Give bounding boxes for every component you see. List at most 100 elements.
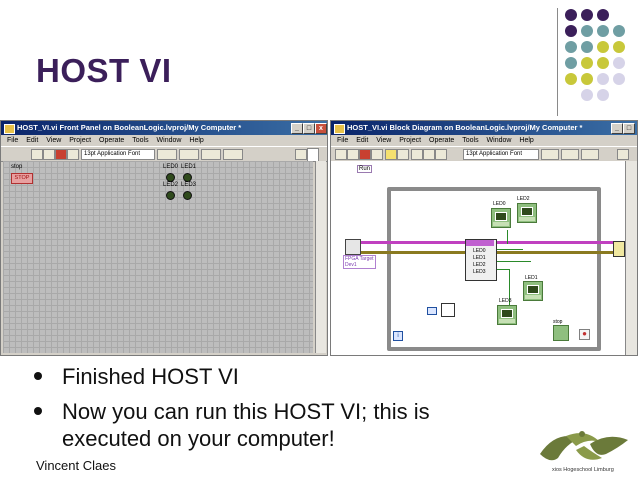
vertical-scrollbar[interactable]: [315, 161, 326, 353]
stop-button[interactable]: STOP: [11, 173, 33, 184]
slide-title: HOST VI: [36, 52, 172, 89]
reorder-icon[interactable]: [223, 149, 243, 160]
font-select[interactable]: 13pt Application Font: [463, 149, 539, 160]
fpga-reference-node[interactable]: [345, 239, 361, 255]
led-wire-3: [497, 269, 509, 270]
logo-caption: xios Hogeschool Limburg: [552, 467, 614, 473]
block-diagram-window[interactable]: HOST_VI.vi Block Diagram on BooleanLogic…: [330, 120, 638, 356]
bullet-run-host-vi-line1: Now you can run this HOST VI; this is: [62, 399, 430, 424]
menu-edit[interactable]: Edit: [26, 137, 39, 144]
step-into-icon[interactable]: [411, 149, 423, 160]
node-row-led3: LED3: [473, 269, 486, 275]
vertical-scrollbar[interactable]: [625, 161, 637, 355]
led1-label: LED1: [181, 164, 197, 170]
front-panel-titlebar[interactable]: HOST_VI.vi Front Panel on BooleanLogic.l…: [1, 121, 327, 135]
fpga-target-label: FPGA Target Dev1: [343, 255, 376, 269]
menu-window[interactable]: Window: [156, 137, 182, 144]
title-divider: [557, 8, 558, 116]
run-continuously-icon[interactable]: [43, 149, 55, 160]
led1-indicator: [183, 173, 192, 182]
close-reference-node[interactable]: [613, 241, 625, 257]
align-objects-icon[interactable]: [541, 149, 559, 160]
menu-view[interactable]: View: [376, 137, 392, 144]
led-wire-2: [497, 261, 531, 262]
distribute-objects-icon[interactable]: [179, 149, 199, 160]
fpga-target-label-line2: Dev1: [345, 262, 357, 268]
author-name: Vincent Claes: [36, 458, 116, 473]
front-panel-menubar: File Edit View Project Operate Tools Win…: [1, 135, 327, 146]
run-arrow-icon[interactable]: [335, 149, 347, 160]
maximize-button[interactable]: □: [303, 123, 315, 134]
led0-terminal[interactable]: [491, 208, 511, 228]
highlight-execution-icon[interactable]: [385, 149, 397, 160]
menu-operate[interactable]: Operate: [429, 137, 455, 144]
xios-logo: xios Hogeschool Limburg: [536, 424, 636, 476]
while-loop[interactable]: [387, 187, 601, 351]
led-wire-1: [497, 249, 523, 250]
led2-label: LED2: [163, 182, 179, 188]
menu-edit[interactable]: Edit: [356, 137, 369, 144]
distribute-objects-icon[interactable]: [561, 149, 579, 160]
node-row-led1: LED1: [473, 255, 486, 261]
node-header: [466, 240, 494, 246]
menu-help[interactable]: Help: [519, 137, 534, 144]
menu-tools[interactable]: Tools: [132, 137, 149, 144]
led0-indicator: [166, 173, 175, 182]
menu-project[interactable]: Project: [69, 137, 92, 144]
abort-icon[interactable]: [55, 149, 67, 160]
font-select[interactable]: 13pt Application Font: [81, 149, 155, 160]
wait-timer-node[interactable]: [441, 303, 455, 317]
bullet-run-host-vi-line2: executed on your computer!: [62, 426, 335, 451]
stop-terminal[interactable]: [553, 325, 569, 341]
led2-terminal[interactable]: [517, 203, 537, 223]
vi-icon: [334, 124, 345, 134]
maximize-button[interactable]: □: [623, 123, 635, 134]
minimize-button[interactable]: _: [291, 123, 303, 134]
reorder-icon[interactable]: [581, 149, 599, 160]
block-diagram-toolbar: 13pt Application Font: [331, 146, 637, 162]
led3-terminal[interactable]: [497, 305, 517, 325]
stop-label: stop: [11, 164, 23, 170]
menu-file[interactable]: File: [337, 137, 349, 144]
help-icon[interactable]: [617, 149, 629, 160]
align-objects-icon[interactable]: [157, 149, 177, 160]
step-over-icon[interactable]: [423, 149, 435, 160]
menu-tools[interactable]: Tools: [462, 137, 479, 144]
step-out-icon[interactable]: [435, 149, 447, 160]
menu-view[interactable]: View: [46, 137, 62, 144]
pause-icon[interactable]: [67, 149, 79, 160]
resize-objects-icon[interactable]: [201, 149, 221, 160]
stop-terminal-label: stop: [553, 319, 563, 325]
led3-terminal-label: LED3: [499, 298, 512, 304]
menu-project[interactable]: Project: [399, 137, 422, 144]
led-wire-3b: [509, 269, 510, 307]
run-continuously-icon[interactable]: [347, 149, 359, 160]
menu-file[interactable]: File: [7, 137, 19, 144]
fpga-target-label-line1: FPGA Target: [345, 256, 374, 262]
loop-iteration-terminal: i: [393, 331, 403, 341]
block-diagram-titlebar[interactable]: HOST_VI.vi Block Diagram on BooleanLogic…: [331, 121, 637, 135]
read-write-control-node[interactable]: [465, 239, 497, 281]
minimize-button[interactable]: _: [611, 123, 623, 134]
stop-condition-icon[interactable]: ●: [579, 329, 590, 340]
led0-terminal-label: LED0: [493, 201, 506, 207]
led-wire-0: [507, 230, 508, 244]
front-panel-canvas[interactable]: [3, 161, 313, 353]
menu-help[interactable]: Help: [189, 137, 204, 144]
pause-icon[interactable]: [371, 149, 383, 160]
close-button[interactable]: x: [315, 123, 327, 134]
abort-icon[interactable]: [359, 149, 371, 160]
menu-window[interactable]: Window: [486, 137, 512, 144]
led1-terminal[interactable]: [523, 281, 543, 301]
xios-logo-mark: [540, 431, 628, 461]
run-arrow-icon[interactable]: [31, 149, 43, 160]
bullet-marker: [34, 372, 42, 380]
retain-wire-values-icon[interactable]: [397, 149, 409, 160]
led0-label: LED0: [163, 164, 179, 170]
bullet-marker: [34, 407, 42, 415]
wait-constant[interactable]: [427, 307, 437, 315]
front-panel-window[interactable]: HOST_VI.vi Front Panel on BooleanLogic.l…: [0, 120, 328, 356]
help-icon[interactable]: [295, 149, 307, 160]
menu-operate[interactable]: Operate: [99, 137, 125, 144]
led2-terminal-label: LED2: [517, 196, 530, 202]
